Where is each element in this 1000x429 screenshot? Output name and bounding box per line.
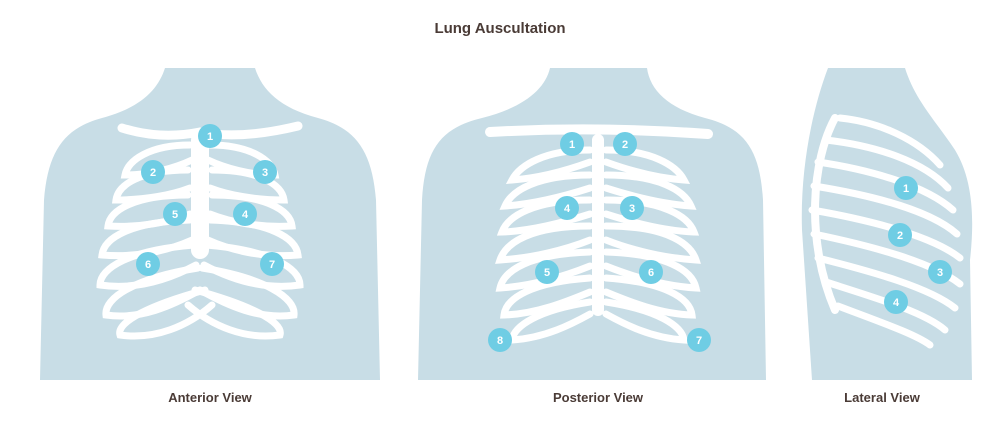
svg-text:2: 2 [150, 167, 156, 179]
lateral-points: 1 2 3 4 [884, 176, 952, 314]
auscultation-point[interactable]: 1 [198, 124, 222, 148]
svg-text:7: 7 [696, 335, 702, 347]
auscultation-point[interactable]: 1 [560, 132, 584, 156]
svg-text:3: 3 [262, 167, 268, 179]
auscultation-point[interactable]: 4 [555, 196, 579, 220]
svg-text:5: 5 [544, 267, 550, 279]
posterior-points: 1 2 3 4 5 6 7 8 [488, 132, 711, 352]
anterior-points: 1 2 3 4 5 6 7 [136, 124, 284, 276]
lateral-view-label: Lateral View [844, 390, 920, 405]
anterior-view-label: Anterior View [168, 390, 252, 405]
svg-text:7: 7 [269, 259, 275, 271]
svg-text:6: 6 [648, 267, 654, 279]
anterior-torso [40, 68, 380, 380]
auscultation-point[interactable]: 3 [928, 260, 952, 284]
posterior-view-label: Posterior View [552, 390, 644, 405]
auscultation-point[interactable]: 4 [884, 290, 908, 314]
svg-text:6: 6 [145, 259, 151, 271]
auscultation-point[interactable]: 2 [613, 132, 637, 156]
auscultation-point[interactable]: 5 [163, 202, 187, 226]
auscultation-point[interactable]: 3 [253, 160, 277, 184]
svg-text:1: 1 [903, 183, 909, 195]
posterior-view: 1 2 3 4 5 6 7 8 [418, 68, 766, 380]
svg-text:3: 3 [937, 267, 943, 279]
lateral-view: 1 2 3 4 [801, 68, 973, 380]
svg-text:1: 1 [569, 139, 575, 151]
svg-text:3: 3 [629, 203, 635, 215]
svg-text:4: 4 [564, 203, 571, 215]
auscultation-point[interactable]: 3 [620, 196, 644, 220]
svg-text:4: 4 [893, 297, 900, 309]
auscultation-point[interactable]: 6 [136, 252, 160, 276]
posterior-ribcage [485, 124, 713, 344]
auscultation-point[interactable]: 1 [894, 176, 918, 200]
auscultation-point[interactable]: 2 [141, 160, 165, 184]
auscultation-point[interactable]: 4 [233, 202, 257, 226]
diagram-title: Lung Auscultation [434, 20, 566, 37]
anterior-view: 1 2 3 4 5 6 7 [40, 68, 380, 380]
auscultation-point[interactable]: 2 [888, 223, 912, 247]
svg-text:2: 2 [622, 139, 628, 151]
auscultation-point[interactable]: 8 [488, 328, 512, 352]
svg-text:2: 2 [897, 230, 903, 242]
auscultation-point[interactable]: 7 [260, 252, 284, 276]
auscultation-point[interactable]: 6 [639, 260, 663, 284]
svg-text:5: 5 [172, 209, 178, 221]
svg-text:4: 4 [242, 209, 249, 221]
svg-text:8: 8 [497, 335, 503, 347]
auscultation-point[interactable]: 7 [687, 328, 711, 352]
svg-text:1: 1 [207, 131, 213, 143]
auscultation-point[interactable]: 5 [535, 260, 559, 284]
